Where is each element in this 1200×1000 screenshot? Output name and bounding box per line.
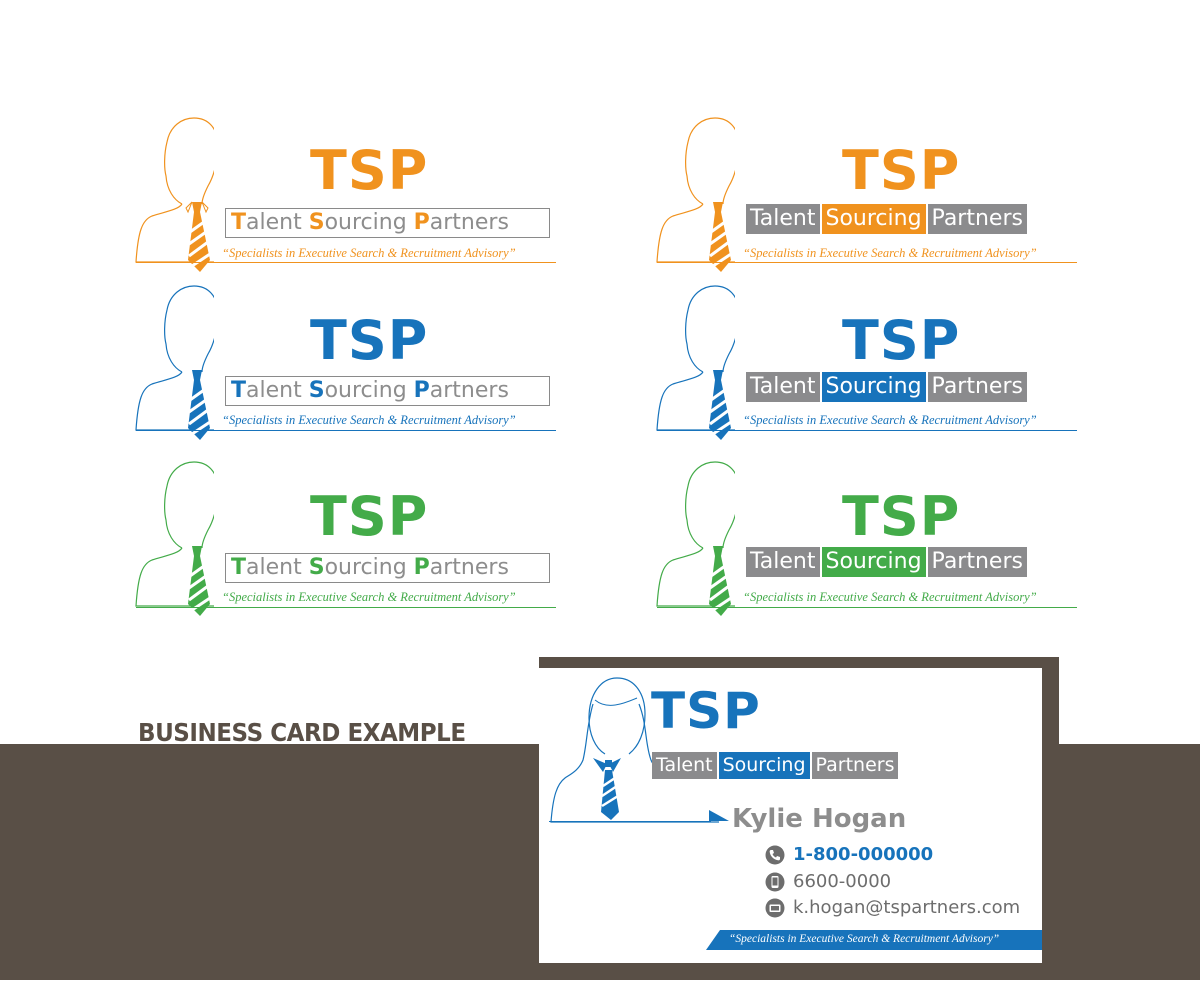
motto-underline <box>136 262 556 263</box>
logo-company-name: Talent Sourcing Partners <box>225 376 550 406</box>
card-acronym: TSP <box>651 682 761 740</box>
person-silhouette-icon <box>135 461 214 616</box>
logo-acronym: TSP <box>310 139 429 202</box>
card-phone: 1-800-000000 <box>793 844 934 865</box>
logo-motto: “Specialists in Executive Search & Recru… <box>743 590 1037 604</box>
logo-acronym: TSP <box>842 139 961 202</box>
card-motto-ribbon <box>706 930 1042 950</box>
logo-green-filled <box>655 460 1095 620</box>
person-silhouette-icon <box>656 285 735 440</box>
logo-acronym: TSP <box>310 309 429 372</box>
card-mobile: 6600-0000 <box>793 871 892 892</box>
pointer-arrow-icon <box>709 810 729 821</box>
logo-motto: “Specialists in Executive Search & Recru… <box>743 413 1037 427</box>
logo-motto: “Specialists in Executive Search & Recru… <box>222 413 516 427</box>
logo-blue-outline <box>134 284 574 444</box>
logo-orange-filled <box>655 116 1095 276</box>
logo-company-name: Talent Sourcing Partners <box>225 208 550 238</box>
logo-motto: “Specialists in Executive Search & Recru… <box>222 246 516 260</box>
motto-underline <box>657 430 1077 431</box>
motto-underline <box>657 262 1077 263</box>
card-email-row: k.hogan@tspartners.com <box>765 897 1020 918</box>
motto-underline <box>136 607 556 608</box>
motto-underline <box>136 430 556 431</box>
card-person-name: Kylie Hogan <box>732 804 907 834</box>
card-mobile-row: 6600-0000 <box>765 871 891 892</box>
logo-acronym: TSP <box>842 485 961 548</box>
logo-company-name: Talent Sourcing Partners <box>225 553 550 583</box>
card-email: k.hogan@tspartners.com <box>793 897 1021 918</box>
email-icon <box>765 898 785 917</box>
motto-underline <box>657 607 1077 608</box>
card-phone-row: 1-800-000000 <box>765 844 933 865</box>
section-title: BUSINESS CARD EXAMPLE <box>138 718 466 747</box>
logo-orange-outline <box>134 116 574 276</box>
card-motto: “Specialists in Executive Search & Recru… <box>729 933 1000 945</box>
person-silhouette-icon <box>135 117 214 272</box>
logo-acronym: TSP <box>842 309 961 372</box>
logo-acronym: TSP <box>310 485 429 548</box>
logo-motto: “Specialists in Executive Search & Recru… <box>222 590 516 604</box>
person-silhouette-icon <box>656 117 735 272</box>
person-silhouette-icon <box>135 285 214 440</box>
mobile-icon <box>765 872 785 891</box>
card-name-pointer-line <box>549 821 711 822</box>
person-silhouette-icon <box>656 461 735 616</box>
logo-motto: “Specialists in Executive Search & Recru… <box>743 246 1037 260</box>
phone-icon <box>765 845 785 864</box>
logo-green-outline <box>134 460 574 620</box>
logo-blue-filled <box>655 284 1095 444</box>
